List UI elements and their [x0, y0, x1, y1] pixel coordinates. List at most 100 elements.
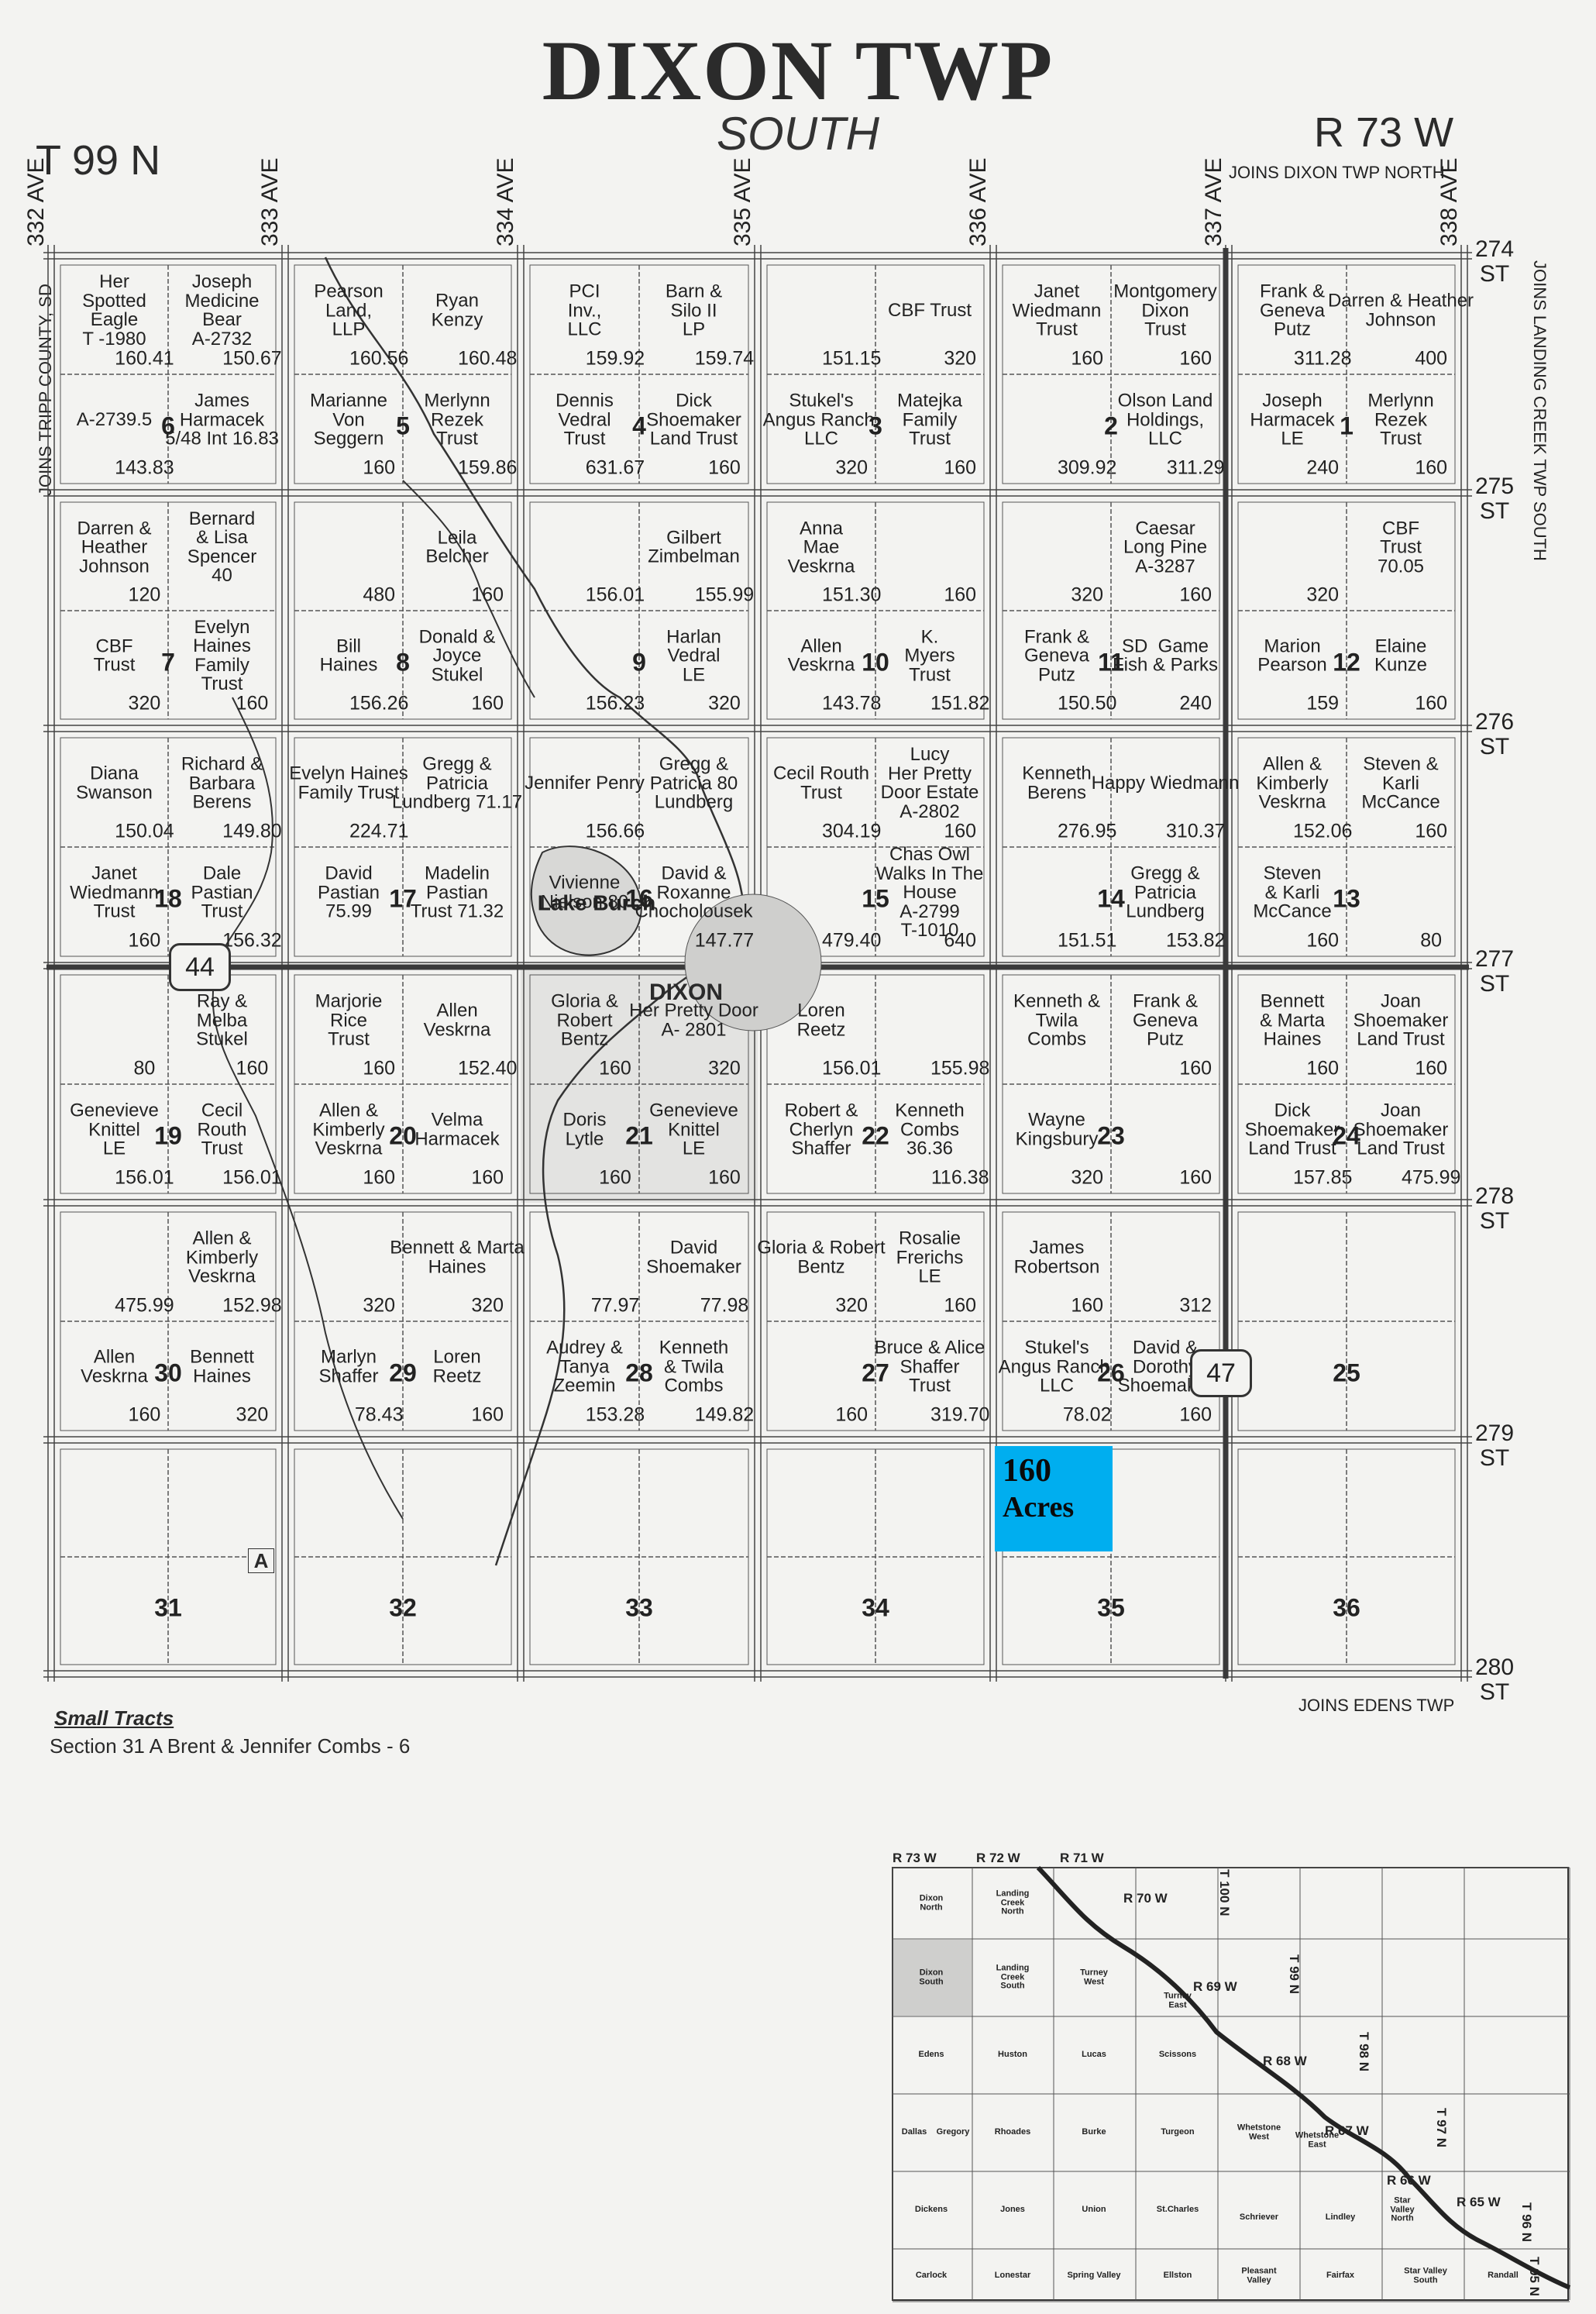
parcel-owner: Her Pretty Door A- 2801 — [629, 1000, 758, 1041]
street-label: 277 ST — [1475, 946, 1515, 997]
parcel-owner: Lucy Her Pretty Door Estate A-2802 — [880, 744, 979, 822]
avenue-label: 332 AVE — [23, 157, 49, 246]
avenue-label: 333 AVE — [257, 157, 283, 246]
parcel-owner: Frank & Geneva Putz — [1132, 990, 1199, 1050]
inset-township-name: Edens — [918, 2050, 944, 2060]
parcel-owner: Olson Land Holdings, LLC — [1117, 390, 1213, 449]
inset-township-name: Huston — [998, 2050, 1027, 2060]
parcel-acres: 160 — [944, 584, 977, 606]
parcel-owner: K. Myers Trust — [904, 626, 955, 686]
parcel-owner: Wayne Kingsbury — [1015, 1109, 1099, 1150]
section-number: 2 — [1104, 411, 1118, 440]
highlight-acres-number: 160 — [1003, 1453, 1051, 1489]
parcel-owner: Stukel's Angus Ranch, LLC — [998, 1337, 1116, 1396]
parcel-acres: 160 — [236, 1057, 269, 1080]
avenue-label: 336 AVE — [965, 157, 991, 246]
parcel-acres: 160 — [1071, 1294, 1104, 1317]
parcel-acres: 160 — [1179, 1057, 1212, 1080]
parcel-acres: 78.43 — [354, 1403, 404, 1426]
parcel-owner: CBF Trust — [887, 299, 972, 321]
parcel-owner: Stukel's Angus Ranch, LLC — [762, 390, 880, 449]
parcel-acres: 151.51 — [1057, 929, 1117, 952]
town-circle — [684, 894, 822, 1031]
parcel-owner: Bernard & Lisa Spencer 40 — [187, 508, 257, 587]
parcel-owner: Kenneth & Twila Combs — [659, 1337, 729, 1396]
parcel-acres: 311.29 — [1166, 456, 1225, 479]
parcel-owner: Dick Shoemaker Land Trust — [646, 390, 741, 449]
town-name: DIXON — [649, 980, 724, 1005]
parcel-acres: 153.28 — [585, 1403, 645, 1426]
parcel-owner: David Pastian 75.99 — [317, 863, 380, 922]
section-number: 19 — [154, 1121, 182, 1150]
parcel-owner: Genevieve Knittel LE — [70, 1100, 159, 1159]
parcel-acres: 160 — [128, 929, 161, 952]
parcel-owner: Kenneth Combs 36.36 — [895, 1100, 965, 1159]
parcel-owner: Ryan Kenzy — [431, 290, 483, 331]
parcel-acres: 160 — [1415, 1057, 1448, 1080]
parcel-acres: 160 — [471, 1166, 504, 1189]
parcel-owner: Loren Reetz — [796, 1000, 846, 1041]
parcel-owner: Chas Owl Walks In The House A-2799 T-101… — [875, 844, 984, 941]
parcel-acres: 160 — [471, 692, 504, 715]
parcel-acres: 224.71 — [349, 820, 409, 842]
street-label: 278 ST — [1475, 1183, 1515, 1234]
map-title: DIXON TWP — [542, 23, 1054, 118]
parcel-owner: Madelin Pastian Trust 71.32 — [410, 863, 504, 922]
lake-name: Lake Burch — [537, 890, 656, 915]
parcel-acres: 640 — [944, 929, 977, 952]
inset-range-label: R 68 W — [1263, 2054, 1307, 2068]
parcel-owner: Janet Wiedmann Trust — [70, 863, 159, 922]
parcel-owner: Velma Harmacek — [414, 1109, 500, 1150]
parcel-owner: Joan Shoemaker Land Trust — [1353, 990, 1449, 1050]
parcel-owner: CBF Trust — [93, 635, 136, 676]
section-number: 29 — [389, 1358, 417, 1387]
inset-township-name: Union — [1082, 2205, 1106, 2215]
inset-township-name: Landing Creek North — [996, 1889, 1030, 1916]
inset-township-name: Lucas — [1082, 2050, 1106, 2060]
street-label: 279 ST — [1475, 1420, 1515, 1471]
parcel-owner: Gregg & Patricia 80 Lundberg — [649, 753, 738, 813]
parcel-acres: 310.37 — [1165, 820, 1226, 842]
parcel-acres: 120 — [128, 584, 161, 606]
parcel-acres: 160 — [944, 456, 977, 479]
parcel-owner: Caesar Long Pine A-3287 — [1123, 518, 1208, 577]
parcel-acres: 240 — [1306, 456, 1340, 479]
township-label: T 99 N — [36, 137, 161, 184]
parcel-acres: 160 — [944, 820, 977, 842]
section-number: 8 — [396, 648, 410, 677]
parcel-acres: 304.19 — [821, 820, 882, 842]
section-number: 31 — [154, 1593, 182, 1622]
inset-township-name: Dickens — [914, 2205, 948, 2215]
parcel-acres: 160 — [1415, 820, 1448, 842]
parcel-owner: Marianne Von Seggern — [309, 390, 388, 449]
parcel-owner: Gloria & Robert Bentz — [551, 990, 618, 1050]
parcel-acres: 320 — [835, 1294, 869, 1317]
parcel-acres: 150.04 — [115, 820, 174, 842]
parcel-acres: 159 — [1306, 692, 1340, 715]
section-number: 33 — [625, 1593, 653, 1622]
inset-township-name: Dallas — [901, 2127, 927, 2137]
parcel-acres: 160 — [1071, 347, 1104, 370]
section-number: 21 — [625, 1121, 653, 1150]
parcel-owner: Montgomery Dixon Trust — [1113, 281, 1217, 340]
parcel-acres: 77.97 — [590, 1294, 640, 1317]
avenue-label: 335 AVE — [730, 157, 755, 246]
parcel-acres: 312 — [1179, 1294, 1212, 1317]
parcel-owner: Pearson Land, LLP — [314, 281, 384, 340]
section-number: 11 — [1098, 648, 1124, 677]
avenue-label: 337 AVE — [1201, 157, 1226, 246]
inset-township-name: St.Charles — [1156, 2205, 1199, 2215]
parcel-owner: Ray & Melba Stukel — [196, 990, 248, 1050]
parcel-acres: 160 — [1415, 692, 1448, 715]
inset-township-name: Lindley — [1325, 2212, 1356, 2223]
parcel-acres: 160 — [944, 1294, 977, 1317]
parcel-acres: 309.92 — [1057, 456, 1117, 479]
parcel-owner: Matejka Family Trust — [896, 390, 963, 449]
inset-township-label: T 99 N — [1287, 1954, 1302, 1995]
parcel-acres: 320 — [236, 1403, 269, 1426]
inset-township-label: T 100 N — [1217, 1869, 1232, 1916]
parcel-owner: Richard & Barbara Berens — [181, 753, 263, 813]
map-subtitle: SOUTH — [717, 108, 879, 160]
parcel-owner: Merlynn Rezek Trust — [424, 390, 490, 449]
